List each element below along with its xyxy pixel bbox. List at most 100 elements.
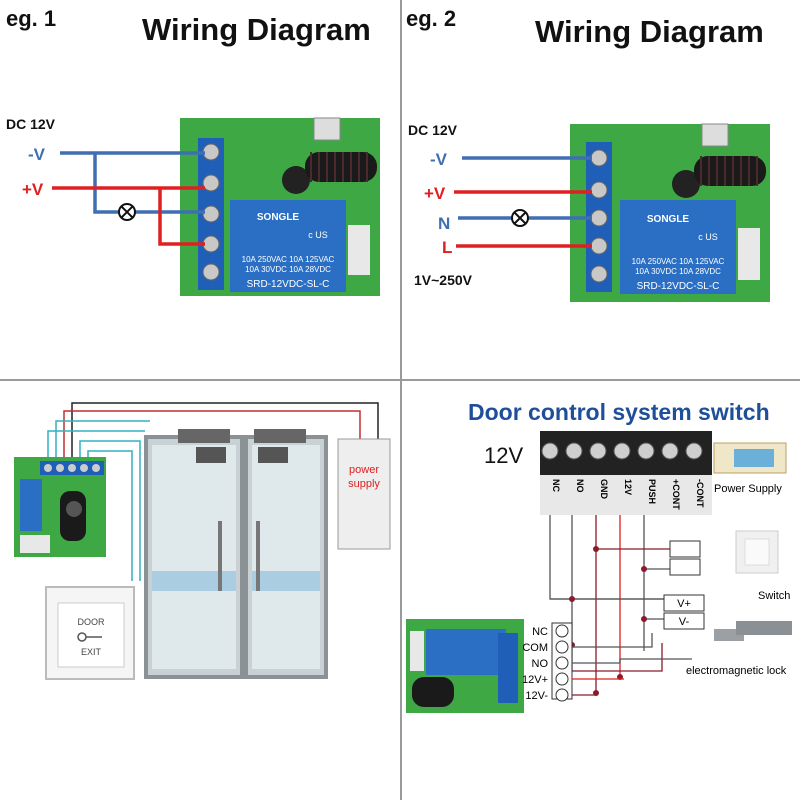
relay-model: SRD-12VDC-SL-C	[247, 279, 330, 290]
terminal-label-strip	[540, 475, 712, 515]
wiring-diagram-1: SONGLE c US 10A 250VAC 10A 125VAC 10A 30…	[52, 117, 380, 296]
terminal-label: NO	[575, 479, 585, 493]
relay-brand: SONGLE	[647, 214, 690, 225]
door-control-diagram: NC NO GND 12V PUSH +CONT -CONT V+ V-	[406, 431, 792, 713]
antenna-coil	[694, 156, 766, 186]
switch-contact-1	[669, 540, 701, 558]
terminal-screw	[661, 442, 679, 460]
horizontal-divider	[0, 379, 800, 381]
relay-module-small	[14, 457, 106, 557]
line-label: L	[442, 238, 453, 257]
positive-terminal-label: +V	[424, 184, 446, 203]
pin-label: NO	[532, 658, 549, 670]
neutral-label: N	[438, 214, 451, 233]
terminal-screw	[589, 442, 607, 460]
terminal-label: PUSH	[647, 479, 657, 504]
terminal-label: +CONT	[671, 479, 681, 510]
wire-negative-branch	[93, 153, 122, 214]
lock-label: electromagnetic lock	[686, 665, 787, 677]
screw-terminal	[590, 181, 608, 199]
positive-terminal-label: +V	[22, 180, 44, 199]
relay-module: SONGLE c US 10A 250VAC 10A 125VAC 10A 30…	[570, 123, 770, 302]
relay-rating-2: 10A 30VDC 10A 28VDC	[635, 267, 721, 276]
panel-eg2: eg. 2 Wiring Diagram DC 12V -V +V N L 1V…	[402, 0, 800, 380]
screw-terminal	[202, 235, 220, 253]
pin-label: NC	[532, 626, 548, 638]
pin-screw	[555, 688, 569, 702]
terminal-label: NC	[551, 479, 561, 492]
v-plus-label: V+	[677, 598, 691, 610]
terminal-label: GND	[599, 479, 609, 500]
dc-voltage-label: DC 12V	[6, 116, 56, 132]
pin-screw	[555, 656, 569, 670]
wire-cyan-1	[47, 430, 145, 461]
wire-cyan-3	[79, 440, 141, 581]
magnetic-lock-left	[178, 429, 230, 443]
relay-rating-2: 10A 30VDC 10A 28VDC	[245, 265, 331, 274]
ac-voltage-label: 1V~250V	[414, 272, 472, 288]
relay-rating-1: 10A 250VAC 10A 125VAC	[632, 257, 725, 266]
terminal-screw	[685, 442, 703, 460]
pin-label: 12V-	[525, 690, 548, 702]
exit-button-top-label: DOOR	[78, 617, 106, 627]
screw-terminal	[590, 209, 608, 227]
relay-model: SRD-12VDC-SL-C	[637, 281, 720, 292]
terminal-screw	[613, 442, 631, 460]
capacitor	[282, 166, 310, 194]
pin-label: 12V+	[522, 674, 548, 686]
relay-module: SONGLE c US 10A 250VAC 10A 125VAC 10A 30…	[180, 117, 380, 296]
terminal-screw	[541, 442, 559, 460]
connector	[348, 225, 370, 275]
pin-label: COM	[522, 642, 548, 654]
capacitor	[672, 170, 700, 198]
switch-contact-2	[669, 558, 701, 576]
terminal-label: 12V	[623, 479, 633, 495]
relay-rating-1: 10A 250VAC 10A 125VAC	[242, 255, 335, 264]
power-supply-label: Power Supply	[714, 483, 782, 495]
pin-screw	[555, 672, 569, 686]
wiring-diagram-2: SONGLE c US 10A 250VAC 10A 125VAC 10A 30…	[454, 123, 770, 302]
voltage-label: 12V	[484, 443, 524, 468]
screw-terminal	[202, 205, 220, 223]
wire-cyan-4	[87, 450, 133, 581]
screw-terminal	[590, 237, 608, 255]
power-supply-box	[337, 438, 391, 550]
terminal-label: -CONT	[695, 479, 705, 508]
wire-red	[63, 410, 361, 461]
example-tag: eg. 2	[406, 6, 457, 31]
v-minus-box	[663, 612, 705, 630]
screw-terminal	[590, 149, 608, 167]
negative-terminal-label: -V	[430, 150, 447, 169]
glass-door	[144, 429, 328, 679]
panel-title: Wiring Diagram	[535, 14, 764, 49]
relay-cert: c US	[308, 230, 328, 240]
panel-door-photo: power supply DOOR EXIT	[0, 381, 400, 800]
screw-terminal	[202, 143, 220, 161]
terminal-screw	[637, 442, 655, 460]
exit-button-bottom-label: EXIT	[81, 647, 102, 657]
door-wiring-illustration: power supply DOOR EXIT	[14, 402, 391, 680]
screw-terminal	[202, 174, 220, 192]
relay-brand: SONGLE	[257, 212, 300, 223]
power-supply-label-2: supply	[348, 478, 380, 490]
panel-title: Door control system switch	[468, 399, 770, 425]
screw-terminal	[590, 265, 608, 283]
pin-screw	[555, 624, 569, 638]
wire-cyan-2	[55, 420, 150, 461]
pin-screw	[555, 640, 569, 654]
relay	[620, 200, 736, 294]
v-plus-box	[663, 594, 705, 612]
switch-label: Switch	[758, 590, 790, 602]
lock-magnet	[736, 621, 792, 635]
negative-terminal-label: -V	[28, 145, 45, 164]
terminal-screw	[565, 442, 583, 460]
v-minus-label: V-	[679, 616, 690, 628]
screw-terminal	[202, 263, 220, 281]
wire-positive-branch	[158, 188, 205, 246]
magnetic-lock-right	[254, 429, 306, 443]
connector	[738, 228, 760, 280]
panel-door-control: Door control system switch 12V NC NO GND 12…	[402, 381, 800, 800]
lamp-icon	[511, 209, 529, 227]
relay	[230, 200, 346, 292]
relay-module-small	[406, 619, 524, 713]
